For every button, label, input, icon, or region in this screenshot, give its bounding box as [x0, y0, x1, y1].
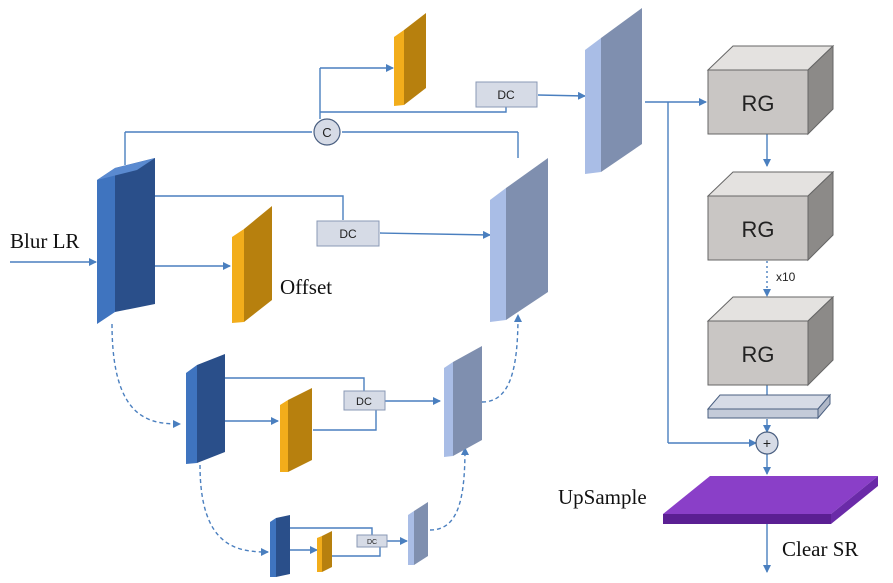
concat-label: C	[322, 125, 331, 140]
feature-block-level3	[270, 515, 290, 577]
concat-node: C	[313, 118, 341, 146]
offset-block-level3	[317, 531, 332, 572]
dc-box-level3: DC	[356, 534, 388, 548]
dc-label-level2: DC	[356, 396, 372, 408]
offset-block-top	[394, 13, 426, 106]
connection-lines	[10, 64, 771, 573]
input-label: Blur LR	[10, 229, 79, 253]
repeat-label: x10	[776, 270, 796, 284]
conv-plate	[706, 393, 832, 420]
dc-label-top: DC	[497, 88, 515, 102]
feature-block-level2	[186, 354, 225, 464]
rg-label-2: RG	[742, 217, 775, 242]
feature-block-level1	[97, 158, 155, 324]
dc-box-level2: DC	[343, 390, 386, 411]
rg-block-2: RG	[706, 170, 835, 262]
sum-node: +	[755, 431, 779, 455]
dc-label-level1: DC	[339, 227, 357, 241]
rg-block-3: RG	[706, 295, 835, 387]
rg-label-3: RG	[742, 342, 775, 367]
aligned-block-level2	[444, 346, 482, 457]
fused-block-top	[585, 8, 642, 174]
upsample-label: UpSample	[558, 485, 647, 509]
rg-block-1: RG	[706, 44, 835, 136]
dc-box-top: DC	[475, 81, 538, 108]
offset-label: Offset	[280, 275, 332, 299]
rg-label-1: RG	[742, 91, 775, 116]
upsample-block	[663, 476, 878, 524]
sum-label: +	[763, 435, 771, 451]
aligned-block-level3	[408, 502, 428, 565]
aligned-block-level1	[490, 158, 548, 322]
dashed-connections	[111, 314, 522, 556]
dc-label-level3: DC	[367, 539, 377, 546]
offset-block-level1	[232, 206, 272, 323]
output-label: Clear SR	[782, 537, 858, 561]
dc-box-level1: DC	[316, 220, 380, 247]
offset-block-level2	[280, 388, 312, 472]
